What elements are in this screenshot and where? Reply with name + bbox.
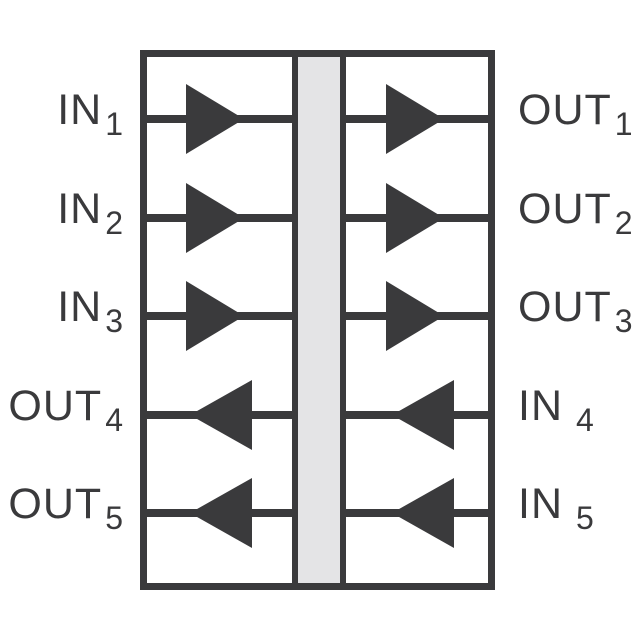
pin-subscript: 4 [576,402,594,438]
channel1-right-buffer-arrow-icon [386,84,444,154]
pin-subscript: 3 [614,303,633,339]
pin-name: OUT [518,283,612,331]
channel1-left-buffer-arrow-icon [186,84,244,154]
channel2-right-buffer-arrow-icon [386,183,444,253]
pin-label-out2: OUT2 [518,185,640,240]
pin-subscript: 4 [105,402,123,438]
channel2-left-buffer-arrow-icon [186,183,244,253]
pin-label-out4: OUT4 [0,382,123,437]
pin-label-in5: IN 5 [518,480,640,535]
pin-subscript: 1 [105,106,123,142]
pin-label-in4: IN 4 [518,382,640,437]
pin-subscript: 2 [614,205,633,241]
channel5-right-buffer-arrow-icon [392,478,454,548]
isolation-barrier [292,57,346,583]
channel3-left-buffer-arrow-icon [186,281,244,351]
pin-name: OUT [8,480,103,528]
pin-name: IN [518,382,563,430]
chip-body-outline [140,50,495,590]
pin-label-out1: OUT1 [518,86,640,141]
pin-label-in1: IN1 [0,86,123,141]
pin-subscript: 5 [576,500,594,536]
pin-label-out5: OUT5 [0,480,123,535]
pin-name: IN [57,86,103,134]
pin-label-in3: IN3 [0,283,123,338]
pin-label-out3: OUT3 [518,283,640,338]
channel4-left-buffer-arrow-icon [190,380,252,450]
pin-name: IN [57,185,103,233]
pin-subscript: 2 [105,205,123,241]
channel3-right-buffer-arrow-icon [386,281,444,351]
pin-subscript: 5 [105,500,123,536]
pin-name: IN [518,480,563,528]
pin-name: IN [57,283,103,331]
pin-label-in2: IN2 [0,185,123,240]
pin-subscript: 1 [614,106,633,142]
pin-name: OUT [518,185,612,233]
channel5-left-buffer-arrow-icon [190,478,252,548]
pin-name: OUT [8,382,103,430]
pin-subscript: 3 [105,303,123,339]
pin-name: OUT [518,86,612,134]
channel4-right-buffer-arrow-icon [392,380,454,450]
